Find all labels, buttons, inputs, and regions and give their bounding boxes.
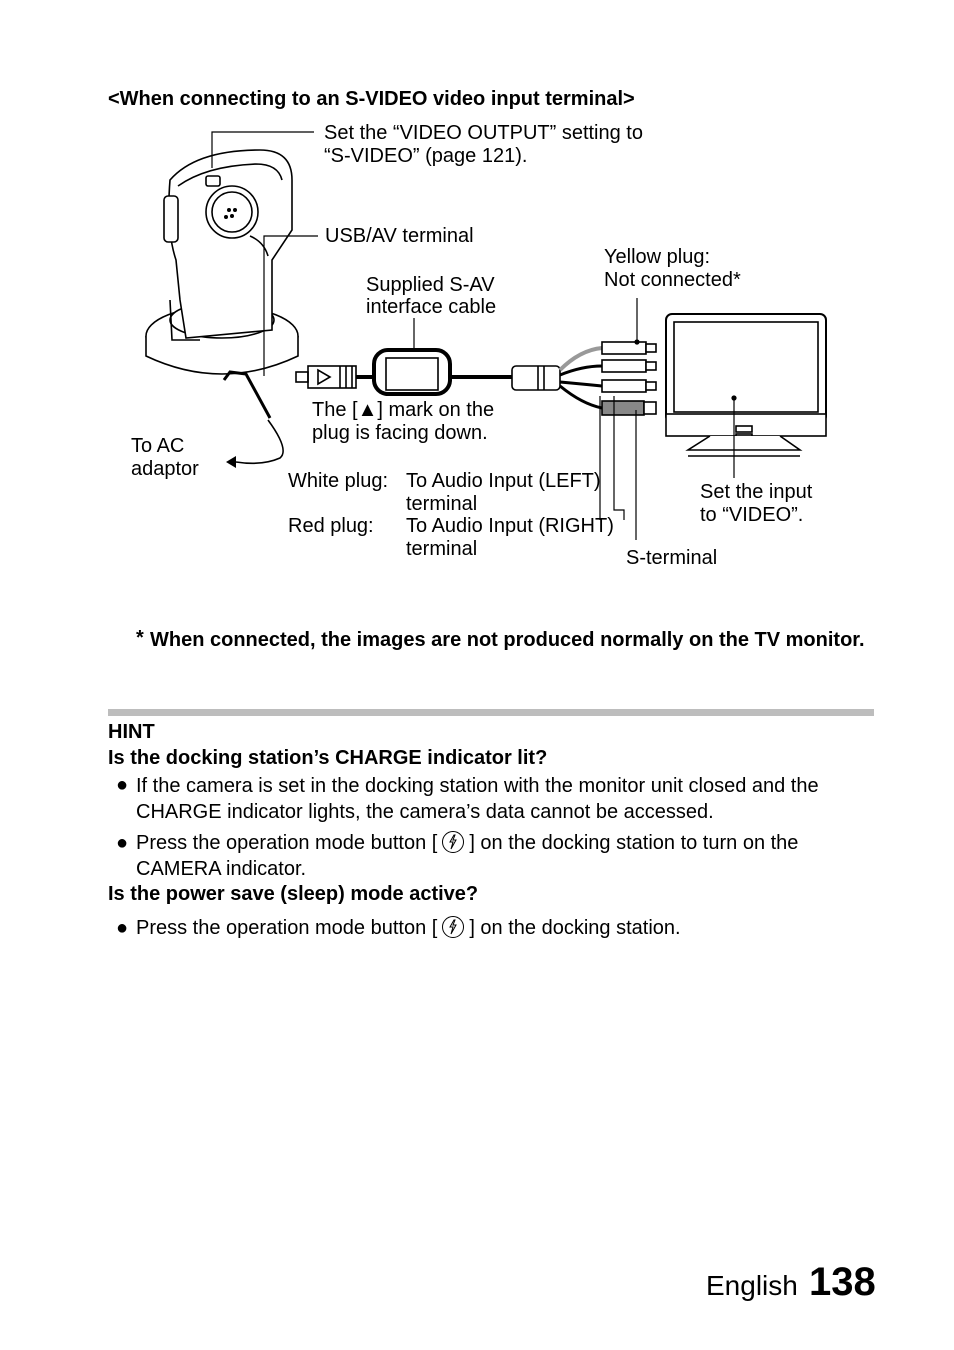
page-number: 138 bbox=[809, 1260, 876, 1304]
usb-av-terminal-callout: USB/AV terminal bbox=[325, 225, 474, 247]
footer-language: English bbox=[706, 1270, 798, 1301]
mark-callout-line2: plug is facing down. bbox=[312, 422, 488, 444]
ac-arrow bbox=[226, 456, 236, 468]
bullet-power-save: Press the operation mode button [ ] on th… bbox=[136, 915, 876, 941]
bullet-text-before-icon: Press the operation mode button [ bbox=[136, 832, 438, 854]
set-input-callout-line2: to “VIDEO”. bbox=[700, 504, 804, 526]
s-terminal-callout: S-terminal bbox=[626, 547, 718, 569]
camera-illustration bbox=[163, 149, 293, 339]
note-asterisk: * bbox=[136, 627, 144, 649]
question-charge-indicator: Is the docking station’s CHARGE indicato… bbox=[108, 747, 548, 769]
ac-adaptor-callout-line2: adaptor bbox=[131, 458, 199, 480]
white-plug-text-line1: To Audio Input (LEFT) bbox=[406, 470, 601, 492]
connector-usb bbox=[295, 365, 357, 389]
operation-mode-icon bbox=[442, 916, 465, 938]
question-power-save: Is the power save (sleep) mode active? bbox=[108, 883, 479, 905]
white-plug-label: White plug: bbox=[288, 470, 389, 492]
splitter bbox=[511, 365, 561, 391]
plugs bbox=[558, 341, 657, 416]
operation-mode-icon bbox=[442, 831, 465, 853]
red-plug-label: Red plug: bbox=[288, 515, 374, 537]
bullet-text-before-icon: Press the operation mode button [ bbox=[136, 917, 438, 939]
bullet-marker: ● bbox=[116, 774, 129, 796]
ferrite-core bbox=[372, 348, 452, 396]
bullet-text-after-icon: ] on the docking station to turn on the … bbox=[136, 832, 799, 880]
white-plug-text-line2: terminal bbox=[406, 493, 478, 515]
bullet-marker: ● bbox=[116, 917, 129, 939]
connection-diagram bbox=[145, 131, 827, 540]
cable-callout-line1: Supplied S-AV bbox=[366, 274, 495, 296]
bullet-operation-mode: Press the operation mode button [] on th… bbox=[136, 830, 876, 882]
hint-divider bbox=[108, 709, 874, 716]
tv-illustration bbox=[665, 313, 827, 457]
bullet-charge-indicator: If the camera is set in the docking stat… bbox=[136, 775, 819, 823]
bullet-text-after-icon: ] on the docking station. bbox=[469, 917, 681, 939]
bullet-marker: ● bbox=[116, 832, 129, 854]
red-plug-text-line1: To Audio Input (RIGHT) bbox=[406, 515, 614, 537]
set-input-callout-line1: Set the input bbox=[700, 481, 813, 503]
note-text: When connected, the images are not produ… bbox=[150, 629, 865, 651]
ac-adaptor-callout-line1: To AC bbox=[131, 435, 185, 457]
section-heading: <When connecting to an S-VIDEO video inp… bbox=[108, 88, 635, 110]
yellow-plug-callout-line1: Yellow plug: bbox=[604, 246, 711, 268]
video-output-callout-line1: Set the “VIDEO OUTPUT” setting to bbox=[324, 122, 643, 144]
mark-callout-line1: The [▲] mark on the bbox=[312, 399, 495, 421]
video-output-callout-line2: “S-VIDEO” (page 121). bbox=[324, 145, 528, 167]
hint-title: HINT bbox=[108, 721, 155, 743]
ac-cable bbox=[222, 370, 284, 465]
cable-callout-line2: interface cable bbox=[366, 296, 497, 318]
leader-lines bbox=[211, 131, 737, 540]
red-plug-text-line2: terminal bbox=[406, 538, 478, 560]
yellow-plug-callout-line2: Not connected* bbox=[604, 269, 741, 291]
